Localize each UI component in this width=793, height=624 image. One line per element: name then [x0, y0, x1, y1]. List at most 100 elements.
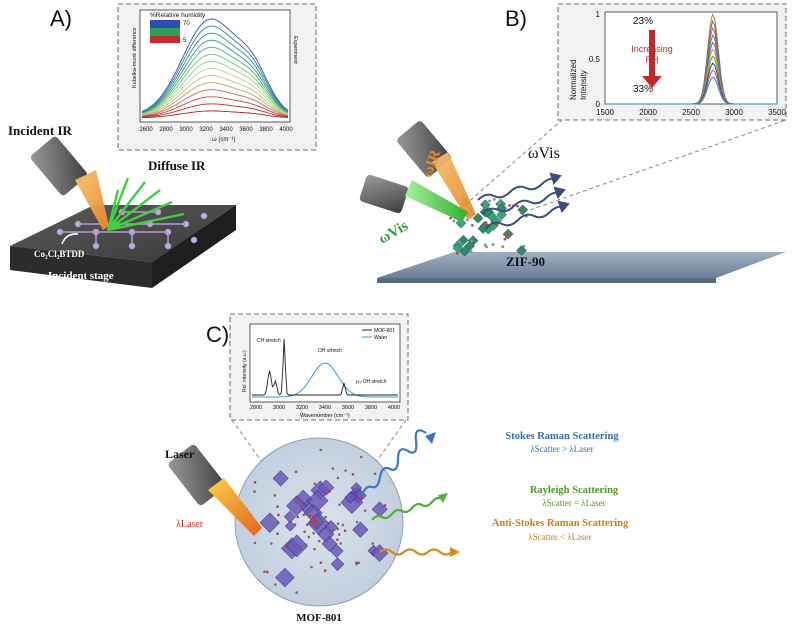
ir-source [30, 136, 109, 230]
panel-c-xtick: 3800 [365, 405, 377, 411]
rh-spectrum [141, 68, 289, 116]
panel-c-label: C) [206, 322, 229, 347]
rayleigh-title: Rayleigh Scattering [530, 485, 619, 496]
panel-c-xtick: 3400 [319, 405, 331, 411]
panel-a-xtick: 2800 [159, 127, 173, 133]
rh-legend-swatch-mid [150, 28, 180, 36]
anti-stokes-relation: λScatter < λLaser [528, 532, 591, 542]
rh-legend-title: %Relative humidity [150, 12, 206, 19]
panel-b-xtick: 1500 [596, 108, 614, 117]
rh-spectrum [141, 39, 289, 114]
rh-spectrum [141, 60, 289, 115]
legend-mof801: MOF-801 [374, 328, 395, 334]
panel-c-spectra [252, 338, 398, 398]
rh-spectrum [141, 53, 289, 115]
mof-801-label: MOF-801 [296, 612, 342, 624]
panel-a-xtick: 3000 [179, 127, 193, 133]
panel-b-yticks: 00.51 [589, 10, 601, 109]
legend-water: Water [374, 335, 387, 341]
rh-peak-spectrum [605, 76, 777, 105]
rayleigh-relation: λScatter = λLaser [542, 498, 605, 508]
rh-spectrum [141, 18, 289, 112]
incident-ir-label: Incident IR [8, 123, 73, 138]
panel-a-spectra [141, 18, 289, 118]
laser-label: Laser [165, 447, 195, 461]
panel-c-ylabel: Rel. intensity (a.u.) [242, 350, 248, 392]
laser-source [168, 444, 262, 536]
panel-b-xtick: 2500 [682, 108, 700, 117]
diffuse-ir-label: Diffuse IR [148, 158, 206, 173]
panel-a-ylabel: Kubelka-munk difference [132, 27, 138, 88]
panel-b-ytick: 1 [596, 10, 601, 19]
rh-spectrum [142, 110, 289, 118]
panel-a-xtick: 3800 [259, 127, 273, 133]
rh-spectrum [141, 103, 289, 118]
omega-vis-label: ωVis [376, 218, 411, 248]
incident-stage [10, 205, 236, 288]
anti-stokes-wave [379, 548, 453, 556]
increasing-rh-arrow [642, 30, 662, 88]
rh-arrow-text-1: Increasing [631, 44, 673, 54]
panel-a-right-label: Experiment [292, 36, 298, 64]
panel-a-xtick: 3400 [219, 127, 233, 133]
stokes-wave [360, 429, 427, 496]
diffuse-ir-arrows [106, 177, 185, 232]
stokes-title: Stokes Raman Scattering [505, 431, 619, 442]
oh-stretch-label: OH stretch [318, 348, 342, 354]
incident-stage-label: Incident stage [48, 270, 114, 282]
rh-spectrum [141, 25, 289, 113]
panel-b-plot-area [604, 11, 778, 105]
panel-c-xtick: 2800 [250, 405, 262, 411]
panel-b-xticks: 1500 2000 2500 3000 3500 [596, 108, 786, 117]
stokes-relation: λScatter > λLaser [530, 444, 593, 454]
panel-c-xtick: 3000 [273, 405, 285, 411]
panel-c-xtick: 3200 [296, 405, 308, 411]
panel-a-xtick: 4000 [279, 127, 293, 133]
panel-a-xtick: 3200 [199, 127, 213, 133]
ch-stretch-label: CH stretch [257, 338, 281, 344]
panel-b-xtick: 3500 [768, 108, 786, 117]
panel-a-label: A) [50, 6, 72, 31]
rh-top-label: 23% [633, 16, 653, 27]
panel-b-xtick: 2000 [639, 108, 657, 117]
sample-arrow [61, 233, 79, 245]
outgoing-vis-waves [477, 172, 570, 229]
rh-spectrum [141, 82, 289, 117]
panel-b-xtick: 3000 [725, 108, 743, 117]
rayleigh-wave [371, 496, 443, 521]
panel-c-xtick: 3600 [342, 405, 354, 411]
lambda-laser-label: λLaser [176, 519, 204, 530]
ir-source-b [397, 121, 476, 220]
zif-stage [377, 252, 786, 278]
anti-stokes-title: Anti-Stokes Raman Scattering [492, 518, 629, 529]
panel-a-xtick: 3600 [239, 127, 253, 133]
panel-a-xlabel: ω (cm⁻¹) [212, 137, 236, 143]
rh-arrow-text-2: RH [646, 55, 659, 65]
rh-spectrum [141, 75, 289, 116]
rh-spectrum [141, 89, 289, 117]
panel-b-ytick: 0.5 [589, 55, 601, 64]
mof801-spectrum [252, 338, 398, 396]
sample-label: Co₂Cl₂BTDD [34, 249, 85, 259]
panel-c-xlabel: Wavenumber (cm⁻¹) [300, 413, 350, 419]
vis-source [359, 174, 468, 222]
panel-a: A) Incident stage Co₂Cl₂BTDD [8, 3, 317, 288]
rh-spectrum [141, 46, 289, 114]
panel-b-label: B) [505, 6, 527, 31]
panel-b-ylabel-line1: Normalized [569, 60, 578, 100]
zif-label: ZIF-90 [506, 254, 545, 269]
mof-801-structure [245, 448, 389, 594]
panel-b-ytick: 0 [596, 100, 601, 109]
rh-legend-swatch-high [150, 20, 180, 28]
rh-legend-min: 5 [183, 38, 187, 44]
rh-legend-swatch-low [150, 36, 180, 43]
rh-legend-max: 70 [183, 21, 190, 27]
rh-spectrum [141, 96, 289, 118]
panel-b-spectra [605, 12, 777, 105]
mu-oh-label: μ₃-OH stretch [356, 379, 387, 385]
